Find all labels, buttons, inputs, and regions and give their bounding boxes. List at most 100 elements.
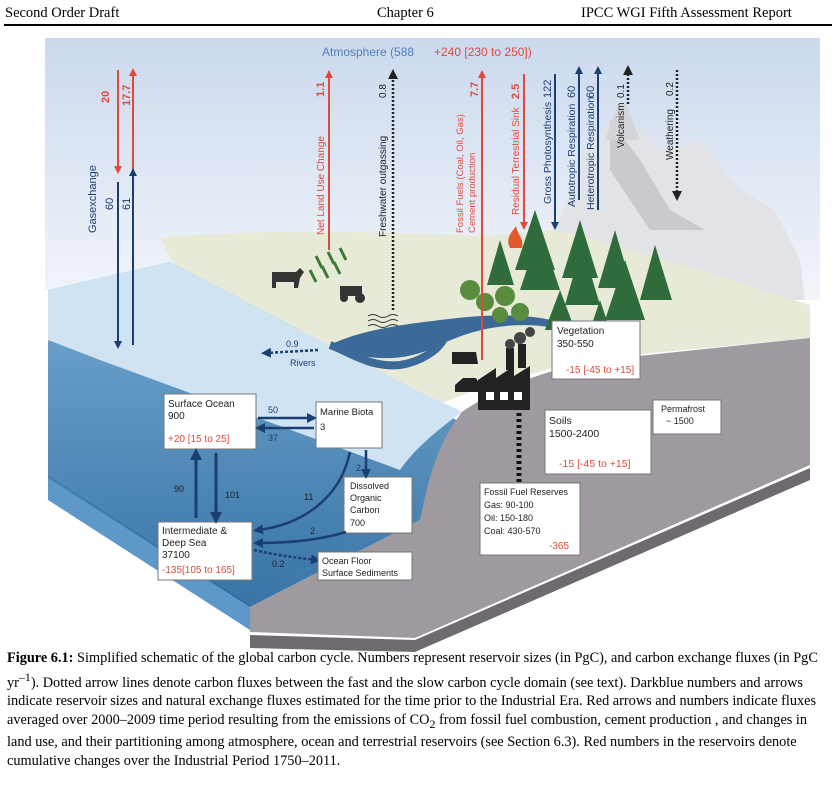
fossil-label-2: Cement production	[467, 153, 478, 233]
freshwater-value: 0.8	[378, 84, 389, 98]
surface-ocean-change: +20 [15 to 25]	[168, 434, 230, 445]
flux-bio-doc: 2	[356, 463, 361, 473]
weathering-value: 0.2	[665, 82, 676, 96]
fossil-reserves-box: Fossil Fuel Reserves Gas: 90-100 Oil: 15…	[479, 482, 581, 556]
soils-box: Soils 1500-2400 -15 [-45 to +15]	[544, 409, 652, 475]
soils-value: 1500-2400	[549, 428, 599, 440]
fire-icon	[508, 226, 523, 248]
auto-label: Autotropic Respiration	[566, 104, 578, 207]
atmosphere-change: +240 [230 to 250])	[434, 45, 532, 59]
flux-floor: 0.2	[272, 559, 285, 569]
hetero-label: Heterotropic Respiration	[585, 97, 597, 210]
photo-label: Gross Photosynthesis	[542, 102, 554, 204]
residual-label: Residual Terrestrial Sink	[511, 106, 522, 215]
doc-box: Dissolved Organic Carbon 700	[343, 476, 413, 534]
permafrost-title: Permafrost	[661, 404, 706, 414]
river-inlet	[328, 334, 449, 370]
gas-red-20: 20	[100, 91, 112, 103]
smoke	[505, 327, 535, 349]
doc-line3: Carbon	[350, 505, 380, 515]
vegetation-box: Vegetation 350-550 -15 [-45 to +15]	[551, 320, 641, 380]
atmosphere-label: Atmosphere (588	[322, 45, 414, 59]
residual-value: 2.5	[510, 84, 522, 99]
soils-title: Soils	[549, 415, 572, 427]
freshwater-label: Freshwater outgassing	[378, 136, 389, 237]
ocean-floor-line1: Ocean Floor	[322, 556, 372, 566]
mountain-shade	[610, 120, 705, 230]
photo-value: 122	[542, 80, 554, 98]
auto-value: 60	[566, 86, 578, 98]
deep-sea-value: 37100	[162, 550, 190, 561]
surface-ocean-value: 900	[168, 411, 185, 422]
deep-sea-change: -135[105 to 165]	[162, 565, 235, 576]
caption-text-3: from fossil fuel combustion, cement prod…	[7, 711, 808, 770]
caption-sup: –1	[18, 669, 31, 684]
doc-line2: Organic	[350, 493, 382, 503]
marine-biota-value: 3	[320, 422, 325, 433]
permafrost-value: ~ 1500	[666, 416, 694, 426]
crops	[308, 247, 348, 283]
rivers-label: Rivers	[290, 358, 316, 368]
rivers-value: 0.9	[286, 339, 299, 349]
ocean-floor-line2: Surface Sediments	[322, 568, 399, 578]
vegetation-title: Vegetation	[557, 326, 604, 337]
deep-sea-box: Intermediate & Deep Sea 37100 -135[105 t…	[157, 521, 253, 581]
flux-101: 101	[225, 490, 240, 500]
header-left: Second Order Draft	[5, 5, 120, 21]
figure-caption: Figure 6.1: Simplified schematic of the …	[7, 649, 827, 771]
ocean-floor-box: Ocean Floor Surface Sediments	[317, 551, 413, 581]
soils-change: -15 [-45 to +15]	[559, 458, 631, 470]
header-rule	[4, 24, 832, 26]
tractor-icon	[340, 286, 365, 303]
fossil-reserves-title: Fossil Fuel Reserves	[484, 487, 569, 497]
doc-value: 700	[350, 518, 365, 528]
gas-blue-60: 60	[104, 198, 116, 210]
forest	[487, 210, 672, 345]
flux-doc-deep: 2	[310, 526, 315, 536]
shrubs	[460, 280, 529, 323]
fossil-label-1: Fossil Fuels (Coal, Oil, Gas)	[455, 114, 466, 233]
floor-arrow	[253, 548, 321, 565]
caption-text-1: Simplified schematic of the global carbo…	[7, 650, 818, 691]
header-right: IPCC WGI Fifth Assessment Report	[581, 5, 792, 21]
caption-text-2: ). Dotted arrow lines denote carbon flux…	[7, 674, 817, 728]
freshwater-waves	[367, 314, 399, 328]
vegetation-value: 350-550	[557, 339, 594, 350]
truck-icon	[452, 352, 478, 364]
flux-50: 50	[268, 405, 278, 415]
surface-ocean-box: Surface Ocean 900 +20 [15 to 25]	[163, 393, 257, 450]
volcanism-value: 0.1	[616, 84, 627, 98]
fossil-reserves-oil: Oil: 150-180	[484, 513, 533, 523]
car-icon	[455, 378, 480, 392]
fossil-reserves-gas: Gas: 90-100	[484, 500, 534, 510]
fossil-reserves-change: -365	[549, 541, 569, 552]
hetero-value: 60	[585, 86, 597, 98]
deep-sea-title1: Intermediate &	[162, 526, 227, 537]
volcanism-label: Volcanism	[616, 102, 627, 148]
flux-11: 11	[304, 492, 313, 502]
biota-to-deep-arrow	[253, 451, 352, 535]
land-use-value: 1.1	[315, 82, 327, 97]
cow-icon	[272, 268, 304, 288]
doc-to-deep-arrow	[253, 530, 347, 548]
header-center: Chapter 6	[377, 5, 434, 21]
weathering-label: Weathering	[665, 109, 676, 160]
permafrost-box: Permafrost ~ 1500	[652, 399, 722, 435]
flux-90: 90	[174, 484, 184, 494]
gas-label: Gasexchange	[87, 165, 99, 233]
marine-biota-title: Marine Biota	[320, 407, 374, 418]
caption-sub: 2	[429, 716, 436, 731]
deep-sea-title2: Deep Sea	[162, 538, 207, 549]
surface-ocean-title: Surface Ocean	[168, 399, 235, 410]
ocean-front-left	[48, 290, 250, 630]
marine-biota-box: Marine Biota 3	[315, 401, 383, 449]
rivers-arrow	[261, 347, 319, 358]
gas-blue-61: 61	[121, 198, 133, 210]
fossil-reserves-coal: Coal: 430-570	[484, 526, 541, 536]
flux-37: 37	[268, 433, 278, 443]
doc-line1: Dissolved	[350, 481, 389, 491]
volcano	[605, 104, 640, 140]
gas-red-17-7: 17.7	[121, 85, 133, 106]
land-use-label: Net Land Use Change	[316, 136, 327, 235]
